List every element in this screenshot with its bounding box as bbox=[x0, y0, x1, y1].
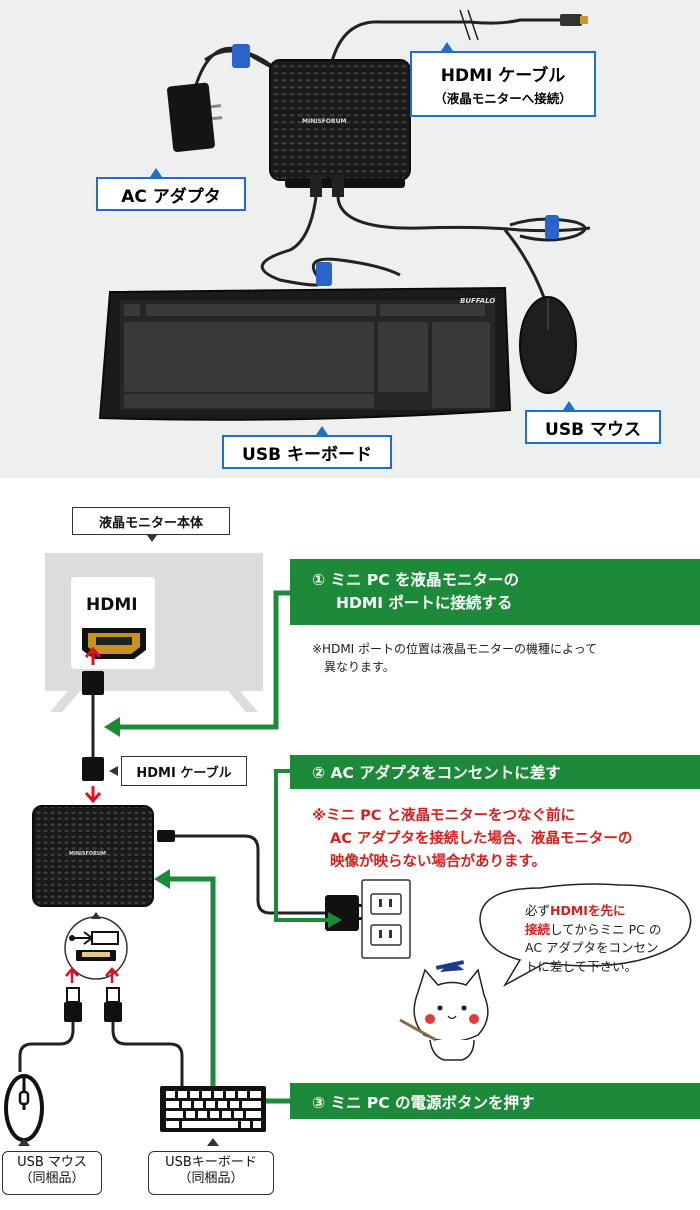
product-photo: MINISFORUM BUFFALO HDMI ケーブル （液晶モニターへ接続）… bbox=[0, 0, 700, 478]
hdmi-cable-label-text: HDMI ケーブル bbox=[136, 765, 232, 781]
monitor-label-text: 液晶モニター本体 bbox=[98, 515, 203, 531]
pc-brand-logo: MINISFORUM bbox=[69, 851, 107, 857]
usb-keyboard-callout-label: USB キーボード bbox=[242, 444, 372, 465]
step-1-line1: ① ミニ PC を液晶モニターの bbox=[312, 571, 520, 589]
bubble-line1-pre: 必ず bbox=[525, 903, 551, 918]
usb-mouse-callout: USB マウス bbox=[525, 401, 661, 444]
ac-adapter-callout: AC アダプタ bbox=[96, 168, 246, 211]
keyboard-brand-logo: BUFFALO bbox=[460, 297, 496, 305]
hdmi-port-label: HDMI bbox=[86, 595, 138, 615]
bubble-line3: AC アダプタをコンセン bbox=[525, 940, 659, 955]
usb-keyboard-label: USBキーボード （同梱品） bbox=[148, 1151, 274, 1195]
hdmi-cable-callout-subtitle: （液晶モニターへ接続） bbox=[434, 91, 572, 106]
hdmi-position-note: ※HDMI ポートの位置は液晶モニターの機種によって 異なります。 bbox=[312, 640, 597, 676]
hdmi-cable-label: HDMI ケーブル bbox=[121, 756, 247, 786]
device-brand-logo: MINISFORUM bbox=[302, 118, 347, 125]
connection-diagram bbox=[4, 553, 692, 1146]
step-2-banner: ② AC アダプタをコンセントに差す bbox=[290, 755, 700, 789]
speech-bubble-text: 必ずHDMIを先に 接続してからミニ PC の AC アダプタをコンセン トに差… bbox=[525, 902, 661, 976]
ac-adapter-callout-label: AC アダプタ bbox=[121, 186, 221, 207]
usb-keyboard-label-line1: USBキーボード bbox=[165, 1155, 257, 1170]
monitor-label-pointer bbox=[147, 535, 157, 542]
monitor-label: 液晶モニター本体 bbox=[72, 507, 230, 535]
hdmi-cable-label-pointer bbox=[109, 766, 118, 776]
step-1-banner: ① ミニ PC を液晶モニターの HDMI ポートに接続する bbox=[290, 559, 700, 625]
hdmi-position-note-line1: ※HDMI ポートの位置は液晶モニターの機種によって bbox=[312, 642, 598, 656]
bubble-line4: トに差して下さい。 bbox=[525, 958, 638, 974]
warning-line3: 映像が映らない場合があります。 bbox=[330, 854, 547, 870]
usb-mouse-callout-label: USB マウス bbox=[545, 419, 641, 440]
hdmi-cable-callout-title: HDMI ケーブル bbox=[440, 66, 566, 86]
bubble-line1-red: HDMIを先に bbox=[550, 903, 626, 918]
hdmi-cable-callout: HDMI ケーブル （液晶モニターへ接続） bbox=[410, 42, 596, 117]
step-2-line1: ② AC アダプタをコンセントに差す bbox=[312, 764, 561, 782]
warning-line2: AC アダプタを接続した場合、液晶モニターの bbox=[330, 831, 633, 847]
usb-mouse-label: USB マウス （同梱品） bbox=[2, 1151, 102, 1195]
usb-mouse-label-line1: USB マウス bbox=[17, 1155, 87, 1170]
step-3-banner: ③ ミニ PC の電源ボタンを押す bbox=[290, 1083, 700, 1119]
bubble-line2-red: 接続 bbox=[525, 921, 551, 937]
photo-illustration bbox=[98, 9, 591, 421]
usb-keyboard-callout: USB キーボード bbox=[222, 426, 392, 469]
connection-order-warning: ※ミニ PC と液晶モニターをつなぐ前に AC アダプタを接続した場合、液晶モニ… bbox=[312, 805, 632, 874]
step-3-line1: ③ ミニ PC の電源ボタンを押す bbox=[312, 1094, 535, 1112]
step-1-line2: HDMI ポートに接続する bbox=[336, 594, 513, 612]
bubble-line2-post: してからミニ PC の bbox=[550, 921, 662, 937]
hdmi-position-note-line2: 異なります。 bbox=[324, 660, 395, 674]
warning-line1: ※ミニ PC と液晶モニターをつなぐ前に bbox=[312, 808, 575, 824]
usb-keyboard-label-line2: （同梱品） bbox=[178, 1171, 244, 1186]
usb-mouse-label-line2: （同梱品） bbox=[19, 1171, 85, 1186]
